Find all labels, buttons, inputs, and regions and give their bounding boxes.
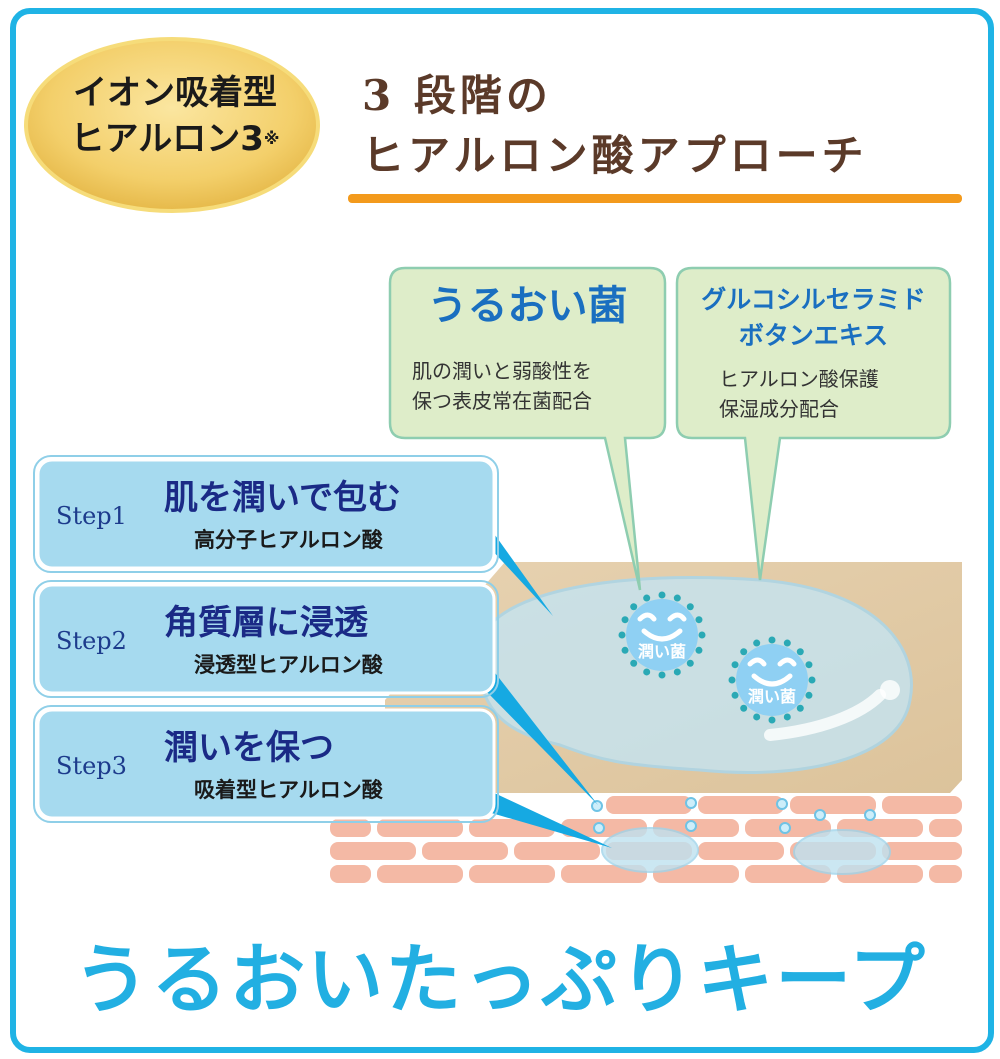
cell-brick bbox=[882, 842, 962, 860]
cell-brick bbox=[698, 842, 784, 860]
page-title: 3 段階の ヒアルロン酸アプローチ bbox=[362, 66, 868, 186]
badge-label: イオン吸着型 ヒアルロン3※ bbox=[40, 70, 310, 162]
cell-brick bbox=[606, 796, 692, 814]
callout-title: うるおい菌 bbox=[427, 283, 628, 329]
cell-brick bbox=[790, 796, 876, 814]
gel-highlight bbox=[764, 689, 886, 741]
title-line1: 3 段階の bbox=[362, 71, 552, 120]
callout-title-line: ボタンエキス bbox=[738, 321, 889, 350]
callout-uruoi-kin: うるおい菌 肌の潤いと弱酸性を 保つ表皮常在菌配合 bbox=[390, 278, 665, 416]
callout-box-2-shape bbox=[675, 266, 952, 581]
callout-title-line: グルコシルセラミド bbox=[701, 285, 926, 314]
outer-frame bbox=[10, 8, 994, 1053]
callout-body-line: 保湿成分配合 bbox=[719, 397, 839, 421]
cell-brick bbox=[882, 796, 962, 814]
cell-brick bbox=[929, 865, 962, 883]
bacteria-label: 潤い菌 bbox=[748, 687, 796, 706]
cell-brick bbox=[929, 819, 962, 837]
bubbles bbox=[591, 797, 876, 834]
cell-brick bbox=[330, 819, 371, 837]
cell-brick bbox=[330, 865, 371, 883]
cell-brick bbox=[698, 796, 784, 814]
cell-brick bbox=[514, 842, 600, 860]
cell-brick bbox=[422, 842, 508, 860]
badge-line1: イオン吸着型 bbox=[73, 73, 277, 113]
uruoi-bacteria-icon: 潤い菌 bbox=[618, 591, 706, 679]
callout-body-line: ヒアルロン酸保護 bbox=[719, 367, 879, 391]
cell-brick bbox=[377, 865, 463, 883]
step-box-2: Step2 角質層に浸透 浸透型ヒアルロン酸 bbox=[38, 593, 494, 693]
droplet bbox=[601, 827, 699, 873]
callout-body-line: 保つ表皮常在菌配合 bbox=[412, 389, 592, 413]
bacteria-label: 潤い菌 bbox=[638, 642, 686, 661]
step-subtitle: 高分子ヒアルロン酸 bbox=[194, 528, 383, 552]
gel-highlight-dot bbox=[880, 680, 900, 700]
uruoi-bacteria-icon: 潤い菌 bbox=[728, 636, 816, 724]
callout-body-line: 肌の潤いと弱酸性を bbox=[412, 359, 592, 383]
step-box-outlines bbox=[33, 455, 499, 823]
step-subtitle: 吸着型ヒアルロン酸 bbox=[194, 778, 383, 802]
droplet bbox=[793, 829, 891, 875]
step3-pointer bbox=[488, 790, 612, 848]
step-label: Step2 bbox=[56, 627, 127, 655]
hyaluronic-gel bbox=[477, 576, 913, 774]
tagline: うるおいたっぷりキープ bbox=[73, 935, 927, 1024]
step-box-3: Step3 潤いを保つ 吸着型ヒアルロン酸 bbox=[38, 718, 494, 818]
step-box-1: Step1 肌を潤いで包む 高分子ヒアルロン酸 bbox=[38, 468, 494, 568]
badge-oval bbox=[24, 37, 320, 213]
callout-ceramide: グルコシルセラミド ボタンエキス ヒアルロン酸保護 保湿成分配合 bbox=[677, 282, 950, 424]
step2-pointer bbox=[485, 660, 598, 805]
step-subtitle: 浸透型ヒアルロン酸 bbox=[194, 653, 383, 677]
callout-box-1-shape bbox=[388, 266, 667, 591]
step-title: 角質層に浸透 bbox=[164, 603, 368, 643]
cell-brick bbox=[330, 842, 416, 860]
step-title: 肌を潤いで包む bbox=[164, 478, 401, 518]
cell-brick bbox=[377, 819, 463, 837]
step-label: Step3 bbox=[56, 752, 127, 780]
title-underline bbox=[348, 194, 962, 203]
step-box-shapes bbox=[36, 458, 496, 820]
step1-pointer bbox=[490, 528, 553, 616]
step-label: Step1 bbox=[56, 502, 127, 530]
badge-line2: ヒアルロン3 bbox=[70, 119, 264, 159]
footnote-mark: ※ bbox=[263, 129, 280, 148]
step-title: 潤いを保つ bbox=[164, 728, 334, 768]
cell-brick bbox=[469, 865, 555, 883]
cell-brick bbox=[745, 865, 831, 883]
title-line2: ヒアルロン酸アプローチ bbox=[362, 131, 868, 180]
